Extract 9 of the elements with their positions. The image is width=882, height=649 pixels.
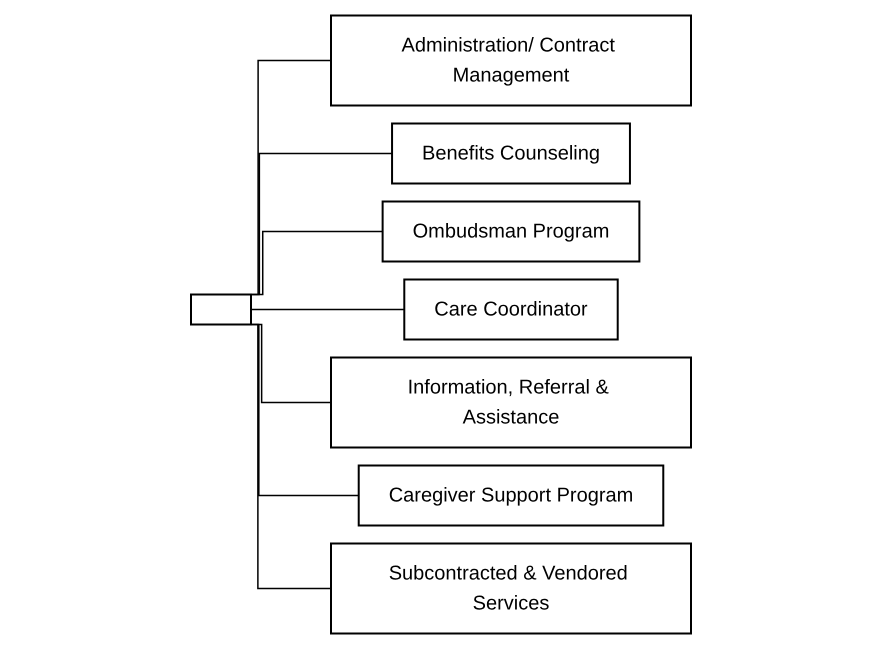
connector	[251, 308, 404, 310]
node-box	[190, 294, 252, 326]
node-box: Subcontracted & Vendored Services	[330, 542, 692, 634]
node-box: Benefits Counseling	[391, 122, 631, 184]
node-box: Administration/ Contract Management	[330, 14, 692, 106]
node-box: Information, Referral & Assistance	[330, 356, 692, 448]
node-box: Caregiver Support Program	[358, 464, 664, 526]
node-box: Ombudsman Program	[382, 200, 640, 262]
node-box: Care Coordinator	[403, 278, 619, 340]
